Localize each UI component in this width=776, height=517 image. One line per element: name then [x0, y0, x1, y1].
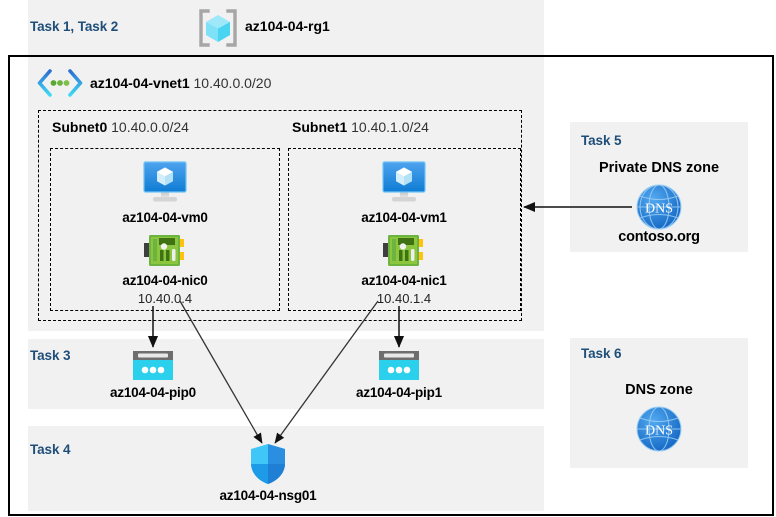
subnet0-header: Subnet0 10.40.0.0/24	[52, 119, 189, 135]
nic0-ip: 10.40.0.4	[137, 291, 193, 306]
network-security-group-icon	[249, 443, 287, 485]
public-ip-address-icon	[378, 350, 420, 382]
vnet-name: az104-04-vnet1	[90, 75, 190, 91]
vnet-panel	[28, 57, 544, 331]
subnet0-cidr: 10.40.0.0/24	[111, 119, 189, 135]
svg-text:DNS: DNS	[645, 202, 673, 217]
task5-label: Task 5	[581, 133, 622, 148]
public-ip-address-icon	[132, 350, 174, 382]
resource-group-frame	[8, 55, 774, 516]
vnet-header: az104-04-vnet1 10.40.0.0/20	[90, 75, 271, 91]
svg-text:DNS: DNS	[645, 424, 673, 439]
network-interface-icon	[383, 232, 425, 270]
nic0-label: az104-04-nic0	[122, 273, 208, 288]
subnet0-box	[50, 148, 280, 311]
task6-label: Task 6	[581, 346, 622, 361]
subnet1-box	[288, 148, 521, 311]
subnet1-header: Subnet1 10.40.1.0/24	[292, 119, 429, 135]
vm0-label: az104-04-vm0	[122, 210, 208, 225]
task4-label: Task 4	[30, 442, 71, 457]
vm1-label: az104-04-vm1	[361, 210, 447, 225]
nsg-label: az104-04-nsg01	[219, 488, 317, 503]
virtual-machine-icon	[139, 158, 191, 206]
resource-group-icon	[197, 7, 239, 49]
task3-label: Task 3	[30, 348, 71, 363]
subnet0-name: Subnet0	[52, 119, 108, 135]
pip0-label: az104-04-pip0	[110, 385, 196, 400]
task5-zone-title: Private DNS zone	[598, 160, 720, 176]
dns-zone-icon: DNS	[635, 405, 683, 453]
nic1-ip: 10.40.1.4	[376, 291, 432, 306]
resource-group-name: az104-04-rg1	[245, 18, 330, 34]
nic1-label: az104-04-nic1	[361, 273, 447, 288]
virtual-network-icon	[36, 68, 84, 98]
virtual-machine-icon	[378, 158, 430, 206]
task1-task2-label: Task 1, Task 2	[30, 19, 119, 34]
vnet-address-space: 10.40.0.0/20	[193, 75, 272, 91]
dns-zone-icon: DNS	[635, 183, 683, 231]
subnet1-name: Subnet1	[292, 119, 348, 135]
pip1-label: az104-04-pip1	[356, 385, 442, 400]
subnet1-cidr: 10.40.1.0/24	[351, 119, 429, 135]
task6-zone-title: DNS zone	[625, 382, 693, 398]
task5-zone-name: contoso.org	[618, 229, 700, 245]
network-interface-icon	[144, 232, 186, 270]
task1-task2-panel	[28, 0, 544, 55]
